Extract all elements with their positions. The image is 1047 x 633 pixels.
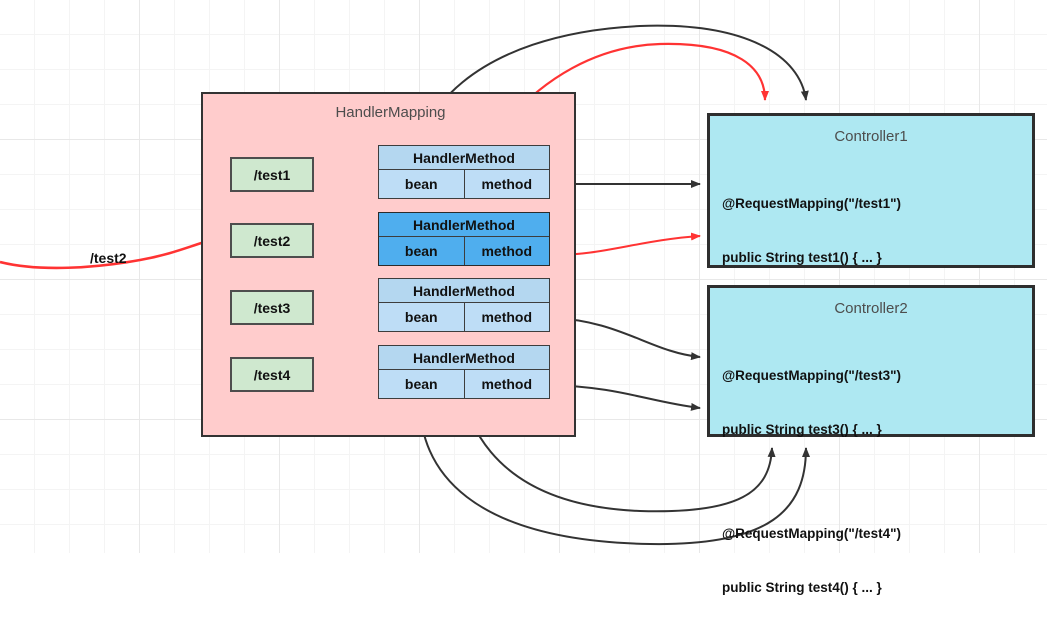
controller2-method-2: @RequestMapping("/test4") public String … xyxy=(722,489,1032,633)
handler-method-method-cell: method xyxy=(464,237,549,265)
handler-method-2[interactable]: HandlerMethod bean method xyxy=(378,212,550,266)
handler-method-4[interactable]: HandlerMethod bean method xyxy=(378,345,550,399)
path-box-test2[interactable]: /test2 xyxy=(230,223,314,258)
controller1-method-1: @RequestMapping("/test1") public String … xyxy=(722,159,1032,303)
request-mapping-annotation: @RequestMapping("/test4") xyxy=(722,526,901,541)
request-mapping-annotation: @RequestMapping("/test1") xyxy=(722,196,901,211)
path-box-label: /test3 xyxy=(253,299,291,316)
handler-mapping-title: HandlerMapping xyxy=(335,104,446,121)
path-box-test1[interactable]: /test1 xyxy=(230,157,314,192)
handler-method-3[interactable]: HandlerMethod bean method xyxy=(378,278,550,332)
handler-method-bean-cell: bean xyxy=(379,170,465,198)
path-box-label: /test1 xyxy=(253,166,291,183)
handler-method-body: bean method xyxy=(379,170,549,198)
handler-method-header: HandlerMethod xyxy=(379,346,549,370)
handler-method-header: HandlerMethod xyxy=(379,279,549,303)
controller1-box[interactable]: Controller1 @RequestMapping("/test1") pu… xyxy=(707,113,1035,423)
method-signature: public String test4() { ... } xyxy=(722,580,882,595)
request-mapping-annotation: @RequestMapping("/test3") xyxy=(722,368,901,383)
handler-method-bean-cell: bean xyxy=(379,237,465,265)
handler-method-method-cell: method xyxy=(464,170,549,198)
handler-method-body: bean method xyxy=(379,370,549,398)
inbound-request-label: /test2 xyxy=(90,250,127,266)
path-box-label: /test4 xyxy=(253,366,291,383)
controller1-title: Controller1 xyxy=(834,128,908,145)
controller2-box[interactable]: Controller2 @RequestMapping("/test3") pu… xyxy=(707,285,1035,595)
method-signature: public String test1() { ... } xyxy=(722,250,882,265)
handler-method-method-cell: method xyxy=(464,370,549,398)
handler-method-1[interactable]: HandlerMethod bean method xyxy=(378,145,550,199)
controller2-method-1: @RequestMapping("/test3") public String … xyxy=(722,331,1032,475)
handler-method-body: bean method xyxy=(379,303,549,331)
handler-method-bean-cell: bean xyxy=(379,303,465,331)
controller2-title: Controller2 xyxy=(834,300,908,317)
handler-method-header: HandlerMethod xyxy=(379,213,549,237)
handler-method-bean-cell: bean xyxy=(379,370,465,398)
handler-method-header: HandlerMethod xyxy=(379,146,549,170)
path-box-label: /test2 xyxy=(253,232,291,249)
method-signature: public String test3() { ... } xyxy=(722,422,882,437)
handler-method-body: bean method xyxy=(379,237,549,265)
path-box-test3[interactable]: /test3 xyxy=(230,290,314,325)
handler-method-method-cell: method xyxy=(464,303,549,331)
path-box-test4[interactable]: /test4 xyxy=(230,357,314,392)
